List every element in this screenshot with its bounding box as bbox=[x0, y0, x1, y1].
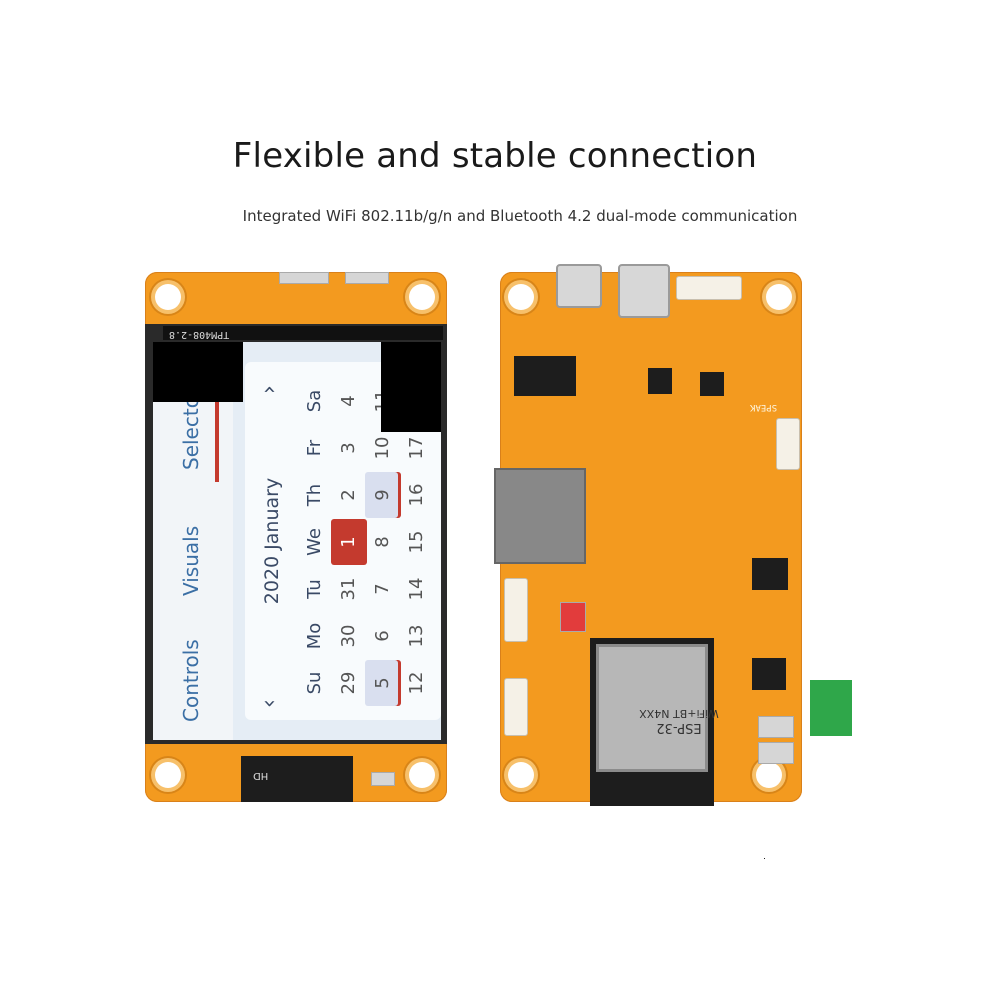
transistor bbox=[700, 372, 724, 396]
calendar-day-name: We bbox=[304, 528, 325, 556]
smd-button bbox=[758, 742, 794, 764]
calendar-header: ‹ 2020 January › bbox=[257, 362, 287, 720]
calendar-day[interactable]: 13 bbox=[406, 624, 427, 648]
page-title: Flexible and stable connection bbox=[232, 136, 758, 176]
mounting-hole bbox=[155, 284, 181, 310]
calendar-day[interactable]: 7 bbox=[372, 583, 393, 595]
lcd-model-label: TPM408-2.8 bbox=[163, 326, 443, 340]
chevron-right-icon[interactable]: › bbox=[257, 385, 282, 394]
mounting-hole bbox=[508, 762, 534, 788]
rgb-led bbox=[560, 602, 586, 632]
calendar-title: 2020 January bbox=[261, 477, 283, 605]
calendar-day[interactable]: 8 bbox=[372, 536, 393, 548]
display-board-front: TPM408-2.8 Controls Visuals Selectors ‹ … bbox=[145, 272, 447, 802]
speaker-connector bbox=[776, 418, 800, 470]
calendar-day[interactable]: 3 bbox=[338, 442, 359, 454]
calendar-day-name: Tu bbox=[304, 579, 325, 599]
calendar-day-name: Fr bbox=[304, 439, 325, 457]
mounting-hole bbox=[155, 762, 181, 788]
esp32-label: ESP-32 WiFi+BT N4XX bbox=[619, 695, 739, 735]
tab-controls[interactable]: Controls bbox=[179, 639, 203, 722]
mounting-hole bbox=[409, 762, 435, 788]
lcd-screen: Controls Visuals Selectors ‹ 2020 Januar… bbox=[153, 342, 441, 740]
mounting-hole bbox=[409, 284, 435, 310]
jst-connector bbox=[504, 578, 528, 642]
perf-monitor bbox=[153, 342, 243, 402]
spacer bbox=[764, 858, 765, 859]
jst-connector bbox=[504, 678, 528, 736]
sd-card-slot bbox=[494, 468, 586, 564]
calendar-day[interactable]: 12 bbox=[406, 671, 427, 695]
smd-button bbox=[758, 716, 794, 738]
calendar-day[interactable]: 30 bbox=[338, 624, 359, 648]
usb-connector-edge bbox=[345, 272, 389, 284]
display-board-back: SPEAK ESP-32 WiFi+BT N4XX bbox=[494, 264, 802, 859]
usb-c-port bbox=[618, 264, 670, 318]
perf-monitor-overlay: 33 FPS 0% CPU bbox=[381, 342, 441, 432]
ic-chip bbox=[752, 558, 788, 590]
calendar-day[interactable]: 9 bbox=[365, 472, 401, 518]
calendar-day[interactable]: 4 bbox=[338, 395, 359, 407]
fps-readout: 33 FPS bbox=[382, 357, 406, 426]
ic-chip bbox=[514, 356, 576, 396]
mounting-hole bbox=[756, 762, 782, 788]
hd-label: HD bbox=[253, 770, 269, 781]
lcd-panel: TPM408-2.8 Controls Visuals Selectors ‹ … bbox=[145, 324, 447, 744]
speak-label: SPEAK bbox=[750, 402, 778, 412]
calendar-day-name: Su bbox=[304, 671, 325, 695]
calendar-day[interactable]: 14 bbox=[406, 577, 427, 601]
micro-usb-port bbox=[556, 264, 602, 308]
calendar-day[interactable]: 15 bbox=[406, 530, 427, 554]
esp32-subtitle: WiFi+BT N4XX bbox=[639, 707, 719, 720]
calendar-day[interactable]: 5 bbox=[365, 660, 401, 706]
calendar-day-name: Th bbox=[304, 483, 325, 507]
fpc-connector: HD bbox=[241, 756, 353, 802]
esp32-model: ESP-32 bbox=[656, 720, 702, 735]
ic-chip bbox=[752, 658, 786, 690]
perf-text: 33 FPS 0% CPU bbox=[381, 342, 441, 432]
calendar-day[interactable]: 29 bbox=[338, 671, 359, 695]
calendar-day[interactable]: 1 bbox=[331, 519, 367, 565]
calendar-day[interactable]: 6 bbox=[372, 630, 393, 642]
usb-connector-edge bbox=[279, 272, 329, 284]
calendar-day-name: Sa bbox=[304, 389, 325, 413]
cpu-readout: 0% CPU bbox=[408, 347, 432, 426]
page-subtitle: Integrated WiFi 802.11b/g/n and Bluetoot… bbox=[242, 207, 798, 225]
calendar-day[interactable]: 2 bbox=[338, 489, 359, 501]
esp32-module: ESP-32 WiFi+BT N4XX bbox=[596, 644, 719, 772]
calendar-day-name: Mo bbox=[304, 622, 325, 650]
flex-cable-tab bbox=[810, 680, 852, 736]
mounting-hole bbox=[766, 284, 792, 310]
transistor bbox=[648, 368, 672, 394]
calendar-day[interactable]: 31 bbox=[338, 577, 359, 601]
smd-component bbox=[371, 772, 395, 786]
tab-visuals[interactable]: Visuals bbox=[179, 525, 203, 596]
calendar-day[interactable]: 16 bbox=[406, 483, 427, 507]
mounting-hole bbox=[508, 284, 534, 310]
jst-connector bbox=[676, 276, 742, 300]
